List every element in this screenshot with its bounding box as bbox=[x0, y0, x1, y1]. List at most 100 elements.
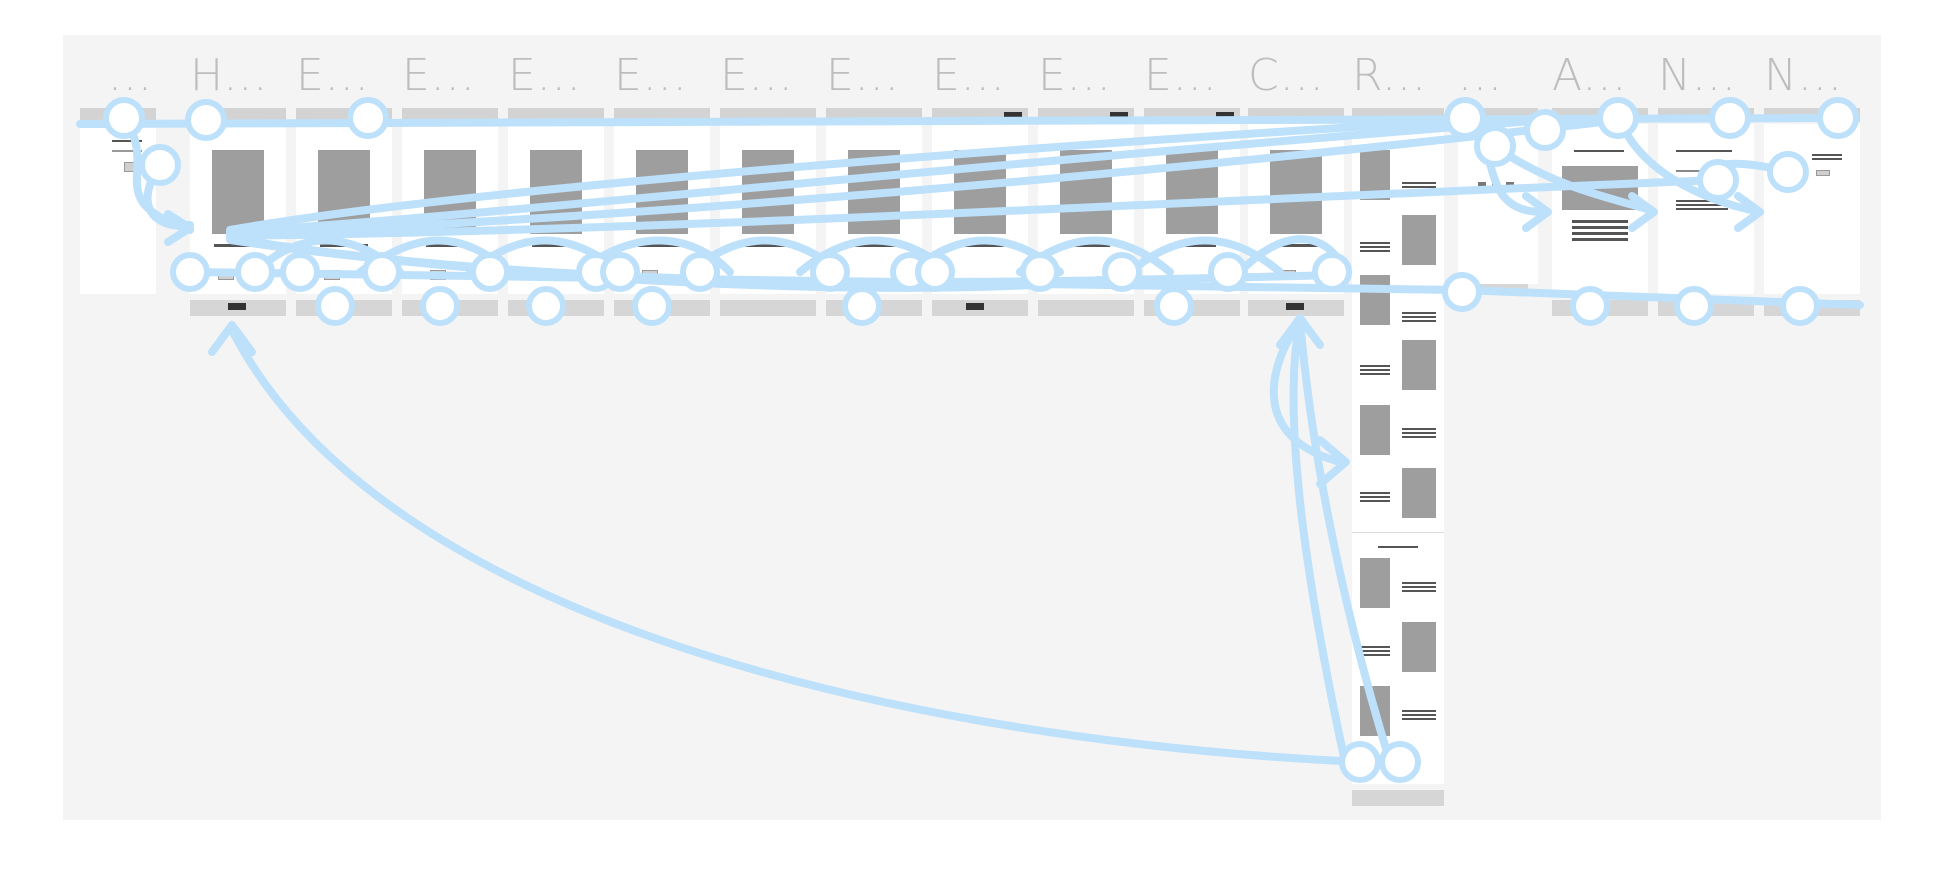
wireframe-button[interactable] bbox=[536, 270, 552, 280]
frame-footer bbox=[1352, 790, 1444, 806]
text-line bbox=[1402, 710, 1436, 722]
frame-footer bbox=[826, 300, 922, 316]
dot-block bbox=[1492, 182, 1500, 188]
image-placeholder bbox=[1060, 150, 1112, 234]
wireframe-button[interactable] bbox=[1280, 270, 1296, 280]
frame-footer bbox=[1458, 284, 1528, 294]
text-line bbox=[1402, 312, 1436, 324]
frame-label-12[interactable]: R... bbox=[1352, 50, 1427, 101]
image-placeholder bbox=[1402, 215, 1436, 265]
frame-header-bar bbox=[80, 108, 156, 122]
wireframe-button[interactable] bbox=[642, 270, 658, 280]
frame-label-7[interactable]: E... bbox=[826, 50, 900, 101]
image-placeholder bbox=[954, 150, 1006, 234]
frame-header-bar bbox=[296, 108, 392, 122]
header-indicator bbox=[1216, 112, 1234, 117]
text-line bbox=[1574, 150, 1624, 152]
image-placeholder bbox=[1166, 150, 1218, 234]
frame-header-bar bbox=[720, 108, 816, 122]
frame-screen-13[interactable] bbox=[1458, 124, 1538, 284]
frame-footer bbox=[402, 300, 498, 316]
text-line bbox=[1360, 242, 1390, 254]
frame-header-bar bbox=[508, 108, 604, 122]
frame-footer bbox=[1038, 300, 1134, 316]
frame-header-bar bbox=[826, 108, 922, 122]
image-placeholder bbox=[1360, 275, 1390, 325]
frame-header-bar bbox=[190, 108, 286, 122]
text-line bbox=[214, 244, 262, 247]
image-placeholder bbox=[1402, 468, 1436, 518]
frame-label-0[interactable]: ... bbox=[108, 50, 153, 101]
text-line bbox=[532, 244, 580, 247]
frame-label-6[interactable]: E... bbox=[720, 50, 794, 101]
frame-label-13[interactable]: ... bbox=[1458, 50, 1503, 101]
image-placeholder bbox=[636, 150, 688, 234]
text-line bbox=[1812, 154, 1842, 162]
text-line bbox=[1360, 646, 1390, 658]
frame-header-bar bbox=[614, 108, 710, 122]
frame-label-16[interactable]: N... bbox=[1764, 50, 1843, 101]
image-placeholder bbox=[742, 150, 794, 234]
image-placeholder bbox=[1270, 150, 1322, 234]
frame-header-bar bbox=[402, 108, 498, 122]
footer-indicator bbox=[228, 303, 246, 310]
frame-label-2[interactable]: E... bbox=[296, 50, 370, 101]
text-line bbox=[1168, 244, 1216, 247]
text-line bbox=[1402, 182, 1436, 194]
image-placeholder bbox=[530, 150, 582, 234]
text-line bbox=[850, 244, 898, 247]
text-line bbox=[1360, 492, 1390, 504]
frame-label-14[interactable]: A... bbox=[1552, 50, 1628, 101]
frame-label-4[interactable]: E... bbox=[508, 50, 582, 101]
text-line bbox=[1402, 428, 1436, 440]
image-placeholder bbox=[318, 150, 370, 234]
frame-label-9[interactable]: E... bbox=[1038, 50, 1112, 101]
wireframe-button[interactable] bbox=[218, 270, 234, 280]
text-line bbox=[1272, 244, 1320, 247]
wireframe-button[interactable] bbox=[1816, 170, 1830, 176]
text-line bbox=[1402, 582, 1436, 594]
frame-screen-16[interactable] bbox=[1764, 124, 1860, 294]
frame-label-1[interactable]: H... bbox=[190, 50, 269, 101]
frame-label-8[interactable]: E... bbox=[932, 50, 1006, 101]
section-divider bbox=[1352, 532, 1444, 533]
text-line bbox=[638, 244, 686, 247]
header-indicator bbox=[1004, 112, 1022, 117]
wireframe-button[interactable] bbox=[324, 270, 340, 280]
text-line bbox=[112, 140, 142, 142]
image-placeholder bbox=[1402, 622, 1436, 672]
frame-footer bbox=[1764, 300, 1860, 316]
text-line bbox=[956, 244, 1004, 247]
frame-footer bbox=[720, 300, 816, 316]
dot-block bbox=[1478, 182, 1486, 188]
text-line bbox=[1378, 546, 1418, 548]
image-placeholder bbox=[212, 150, 264, 234]
frame-header-bar bbox=[1352, 108, 1444, 122]
frame-footer bbox=[1658, 300, 1754, 316]
frame-footer bbox=[1552, 300, 1648, 316]
image-placeholder bbox=[1360, 150, 1390, 200]
frame-label-11[interactable]: C... bbox=[1248, 50, 1325, 101]
footer-indicator bbox=[966, 303, 984, 310]
text-line bbox=[1572, 220, 1628, 242]
text-line bbox=[1062, 244, 1110, 247]
image-placeholder bbox=[424, 150, 476, 234]
text-line bbox=[1676, 150, 1732, 152]
frame-label-3[interactable]: E... bbox=[402, 50, 476, 101]
frame-label-15[interactable]: N... bbox=[1658, 50, 1737, 101]
text-line bbox=[426, 244, 474, 247]
wireframe-button[interactable] bbox=[124, 162, 140, 172]
image-placeholder bbox=[848, 150, 900, 234]
frame-footer bbox=[296, 300, 392, 316]
frame-header-bar bbox=[1248, 108, 1344, 122]
text-line bbox=[1360, 365, 1390, 377]
header-indicator bbox=[1110, 112, 1128, 117]
wireframe-button[interactable] bbox=[430, 270, 446, 280]
image-placeholder bbox=[1360, 405, 1390, 455]
frame-header-bar bbox=[1764, 108, 1860, 122]
frame-label-10[interactable]: E... bbox=[1144, 50, 1218, 101]
text-line bbox=[112, 150, 142, 152]
footer-indicator bbox=[1286, 303, 1304, 310]
image-placeholder bbox=[1402, 340, 1436, 390]
frame-label-5[interactable]: E... bbox=[614, 50, 688, 101]
